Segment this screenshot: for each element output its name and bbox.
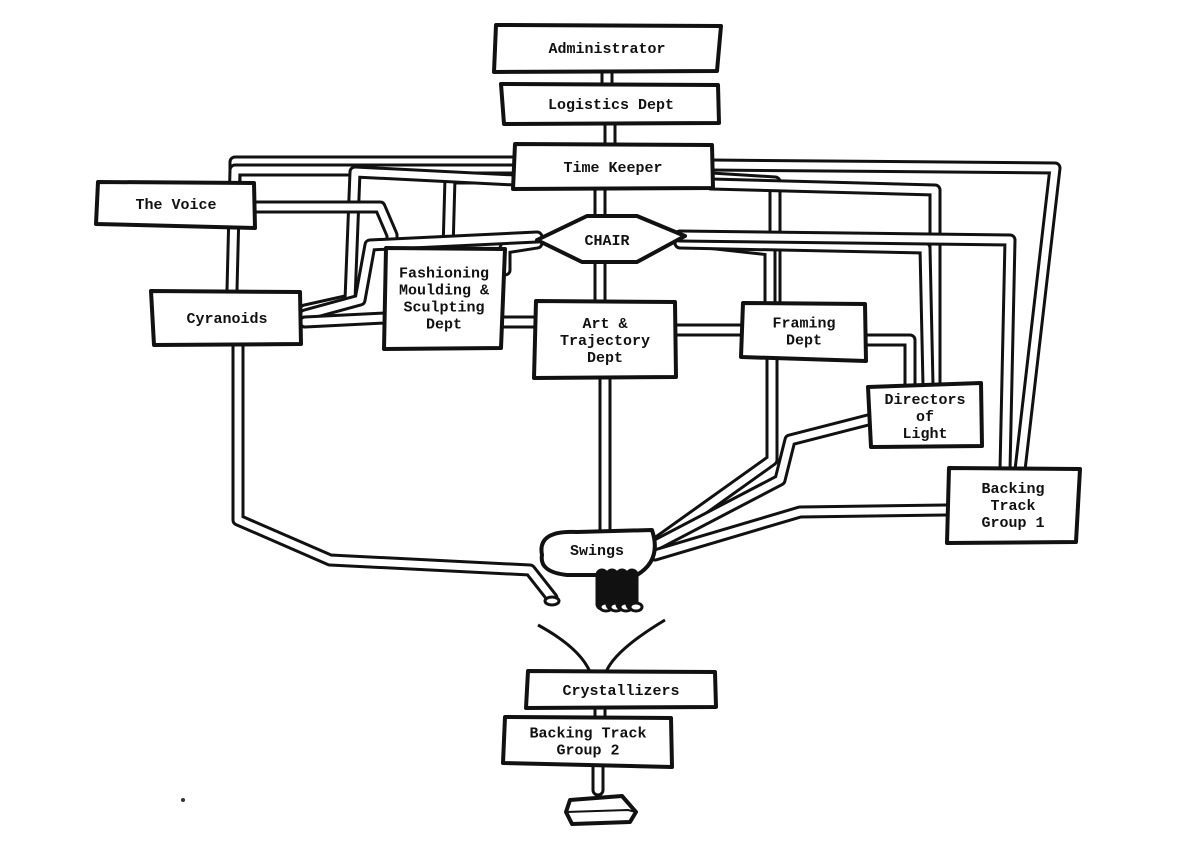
directors-label-line-3: Light [902,426,947,443]
pipe-inner-framing-to-swings [656,356,776,544]
timekeeper-box-outline [511,142,715,191]
fashioning-label-line-3: Sculpting [403,300,484,317]
framing-label-line-2: Dept [786,333,822,350]
node-voice: The Voice [94,180,257,230]
timekeeper-label-line-1: Time Keeper [563,160,662,177]
node-administrator: Administrator [492,23,723,74]
node-logistics: Logistics Dept [499,82,721,126]
pipe-inner-cyranoids-to-fashioning [301,314,389,326]
art-label-line-1: Art & [582,316,627,333]
fashioning-box-outline [382,246,507,351]
pipe-inner-framing-to-directors [864,336,914,392]
node-cyranoids: Cyranoids [149,289,303,347]
fashioning-label-line-1: Fashioning [399,266,489,283]
node-swings: Swings [539,528,657,577]
framing-box-outline [739,301,868,363]
decorations [181,568,666,826]
logistics-label-line-1: Logistics Dept [548,97,674,114]
btg1-label-line-3: Group 1 [981,515,1044,532]
btg2-label-line-2: Group 2 [556,743,619,760]
pipe-inner-chair-to-cyranoids [301,233,541,319]
btg1-label-line-2: Track [990,498,1035,515]
chair-shape [535,214,687,264]
pipe-inner-btg1-to-swings [651,506,950,559]
framing-label-line-1: Framing [772,316,835,333]
swings-label-line-1: Swings [570,543,624,560]
logistics-box-outline [499,82,721,126]
funnel-right-wall [604,618,666,673]
cyranoids-pipe-end [543,595,561,607]
pipe-inner-timekeeper-to-btg1 [707,161,1059,474]
pipe-inner-directors-to-swings [646,416,872,552]
chair-label-line-1: CHAIR [584,233,629,250]
btg1-box-outline [945,466,1082,545]
cyranoids-box-outline [149,289,303,347]
directors-label-line-2: of [916,409,934,426]
btg2-label-line-1: Backing Track [529,726,646,743]
art-label-line-2: Trajectory [560,333,650,350]
pipe-inner-cyranoids-to-swings [234,342,556,602]
fashioning-label-line-4: Dept [426,317,462,334]
output-block-edge [565,808,637,813]
node-crystallizers: Crystallizers [524,669,718,710]
art-box-outline [532,299,678,380]
swings-shape [539,528,657,577]
funnel-left-wall [537,623,592,673]
fashioning-label-line-2: Moulding & [399,283,489,300]
pipe-inner-chair-to-directors [676,239,932,389]
directors-label-line-1: Directors [884,392,965,409]
btg2-box-outline [501,715,674,769]
node-timekeeper: Time Keeper [511,142,715,191]
connector-pipes [225,63,1062,797]
node-chair: CHAIR [535,214,687,264]
pipe-framing-to-directors [861,333,917,395]
directors-box-outline [866,381,984,449]
pipe-inner-chair-to-btg1 [676,232,1014,474]
cyranoids-label-line-1: Cyranoids [186,311,267,328]
pipe-inner-timekeeper-to-directors [707,180,939,389]
administrator-box-outline [492,23,723,74]
crystallizers-box-outline [524,669,718,710]
administrator-label-line-1: Administrator [548,41,665,58]
swings-finger-tip-4 [628,601,644,613]
stray-dot [181,798,185,802]
btg1-label-line-1: Backing [981,481,1044,498]
crystallizers-label-line-1: Crystallizers [562,683,679,700]
art-label-line-3: Dept [587,350,623,367]
voice-label-line-1: The Voice [135,197,216,214]
voice-box-outline [94,180,257,230]
